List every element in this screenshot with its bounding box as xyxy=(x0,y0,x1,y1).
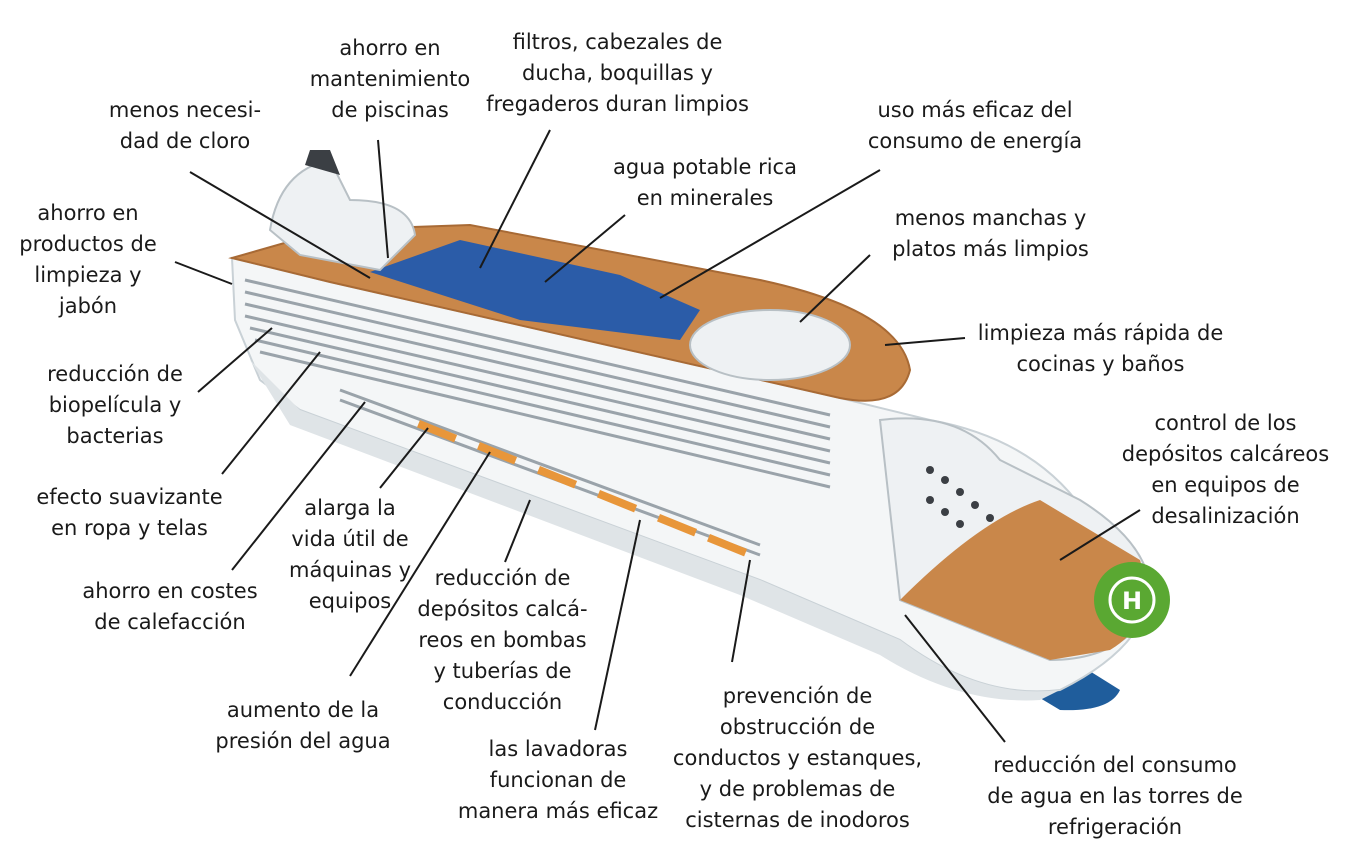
leader-suavizante xyxy=(221,351,321,475)
leader-agua-potable xyxy=(544,214,626,283)
label-suavizante: efecto suavizante en ropa y telas xyxy=(36,485,223,540)
label-manchas: menos manchas y platos más limpios xyxy=(892,206,1089,261)
label-filtros: filtros, cabezales de ducha, boquillas y… xyxy=(486,30,749,116)
ship-bridge-windows xyxy=(926,466,994,528)
leader-bombas xyxy=(504,499,531,563)
label-agua-potable: agua potable rica en minerales xyxy=(613,155,797,210)
leader-desalinizacion xyxy=(1059,509,1141,561)
leader-cloro xyxy=(189,171,371,279)
label-cocinas: limpieza más rápida de cocinas y baños xyxy=(977,321,1224,376)
label-obstruccion: prevención de obstrucción de conductos y… xyxy=(672,684,923,832)
leader-lines xyxy=(174,129,1141,743)
leader-lavadoras xyxy=(594,519,641,731)
ship-pool-area xyxy=(370,240,700,340)
ship-aft-structure xyxy=(268,158,417,272)
label-biopelicula: reducción de biopelícula y bacterias xyxy=(47,362,183,448)
label-limpieza-jabon: ahorro en productos de limpieza y jabón xyxy=(19,201,157,318)
label-lavadoras: las lavadoras funcionan de manera más ef… xyxy=(457,737,659,823)
ship-forward-dome xyxy=(689,309,851,381)
label-energia: uso más eficaz del consumo de energía xyxy=(867,98,1083,153)
leader-obstruccion xyxy=(731,559,751,663)
ship-helipad xyxy=(1094,562,1170,638)
label-refrigeracion: reducción del consumo de agua en las tor… xyxy=(987,753,1243,839)
label-bombas: reducción de depósitos calcá- reos en bo… xyxy=(417,566,588,714)
label-presion: aumento de la presión del agua xyxy=(215,698,391,753)
leader-calefaccion xyxy=(231,401,366,571)
label-desalinizacion: control de los depósitos calcáreos en eq… xyxy=(1121,411,1330,528)
ship-lifeboats xyxy=(417,420,748,557)
leader-limpieza-jabon xyxy=(174,261,233,285)
leader-presion xyxy=(349,451,491,677)
label-calefaccion: ahorro en costes de calefacción xyxy=(82,579,258,634)
label-vida-util: alarga la vida útil de máquinas y equipo… xyxy=(288,496,412,613)
leader-vida-util xyxy=(379,427,429,489)
helipad-letter: H xyxy=(1122,587,1142,615)
leader-refrigeracion xyxy=(904,614,1006,743)
label-cloro: menos necesi- dad de cloro xyxy=(108,98,262,153)
label-mantenimiento-piscinas: ahorro en mantenimiento de piscinas xyxy=(309,36,471,122)
ship-funnel xyxy=(305,150,340,175)
leader-manchas xyxy=(799,254,871,323)
leader-cocinas xyxy=(884,337,966,346)
ship-balcony-rows xyxy=(244,278,831,557)
leader-energia xyxy=(659,169,881,299)
leader-filtros xyxy=(479,129,551,269)
ship-bow-deck xyxy=(900,500,1146,660)
leader-biopelicula xyxy=(197,327,273,393)
ship-helipad-ring xyxy=(1108,576,1156,624)
leader-mantenimiento-piscinas xyxy=(377,139,389,259)
